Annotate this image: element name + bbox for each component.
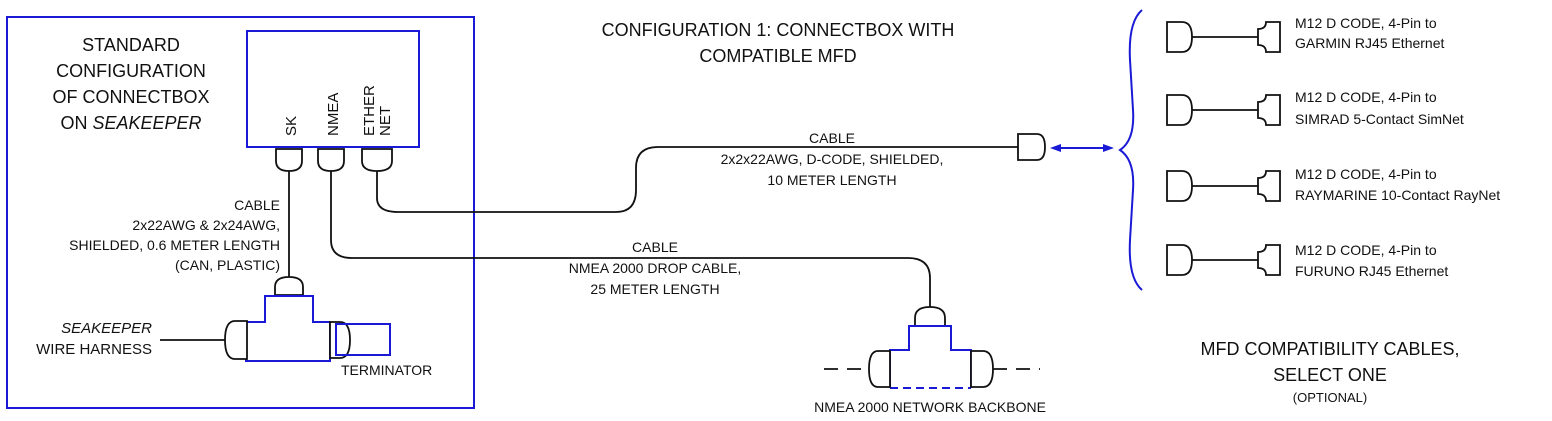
sk-port-connector <box>275 148 303 172</box>
backbone-t-connector <box>889 325 972 388</box>
mfd-cable-option-furuno: M12 D CODE, 4-Pin to FURUNO RJ45 Etherne… <box>1166 242 1448 279</box>
standard-config-line1: STANDARD <box>82 35 180 55</box>
mfd-cable-left-connector <box>1166 170 1193 202</box>
sk-cable-line3: SHIELDED, 0.6 METER LENGTH <box>69 237 280 253</box>
sk-cable-line2: 2x22AWG & 2x24AWG, <box>132 217 280 233</box>
mfd-cable-option-garmin: M12 D CODE, 4-Pin to GARMIN RJ45 Etherne… <box>1166 15 1444 53</box>
mfd-cable-label-line1: M12 D CODE, 4-Pin to <box>1295 15 1437 31</box>
harness-right-plug <box>329 321 351 359</box>
mfd-cable-right-connector <box>1257 21 1281 53</box>
mfd-cable-label-line2: GARMIN RJ45 Ethernet <box>1295 35 1444 51</box>
standard-config-line4: ON SEAKEEPER <box>60 113 201 133</box>
mfd-cable-label-line2: SIMRAD 5-Contact SimNet <box>1295 111 1464 127</box>
mfd-section-line3: (OPTIONAL) <box>1293 390 1367 405</box>
backbone-right-plug <box>970 350 994 388</box>
mfd-cable-label-line1: M12 D CODE, 4-Pin to <box>1295 89 1437 105</box>
mfd-options-brace <box>1118 9 1143 291</box>
nmea-cable-line3: 25 METER LENGTH <box>590 281 719 297</box>
mfd-section-line2: SELECT ONE <box>1273 365 1387 385</box>
backbone-label: NMEA 2000 NETWORK BACKBONE <box>814 399 1046 415</box>
mfd-cable-label-line1: M12 D CODE, 4-Pin to <box>1295 166 1437 182</box>
mfd-cable-left-connector <box>1166 244 1193 276</box>
sk-cable-label: CABLE 2x22AWG & 2x24AWG, SHIELDED, 0.6 M… <box>69 197 280 273</box>
mfd-cable-left-connector <box>1166 94 1193 126</box>
nmea-cable-line <box>330 171 931 307</box>
ethernet-cable-line2: 2x2x22AWG, D-CODE, SHIELDED, <box>721 151 944 167</box>
ethernet-cable-label: CABLE 2x2x22AWG, D-CODE, SHIELDED, 10 ME… <box>721 130 944 188</box>
backbone-left-plug <box>868 350 891 388</box>
port-label-net: NET <box>377 106 394 136</box>
connectbox <box>246 30 420 148</box>
port-label-ether: ETHER <box>361 85 378 136</box>
mfd-cable-label-line2: FURUNO RJ45 Ethernet <box>1295 263 1448 279</box>
mfd-section-line1: MFD COMPATIBILITY CABLES, <box>1200 339 1459 359</box>
nmea-port-connector <box>317 148 345 172</box>
ethernet-cable-line1: CABLE <box>809 130 855 146</box>
port-label-sk: SK <box>283 116 300 136</box>
mfd-cable-left-connector <box>1166 21 1193 53</box>
sk-cable-bottom-connector <box>274 276 304 296</box>
mfd-cable-right-connector <box>1257 244 1281 276</box>
sk-cable-line4: (CAN, PLASTIC) <box>175 257 280 273</box>
terminator-label: TERMINATOR <box>341 362 432 378</box>
harness-left-plug <box>224 320 248 360</box>
mfd-cable-label-line2: RAYMARINE 10-Contact RayNet <box>1295 187 1500 203</box>
mfd-cable-right-connector <box>1257 94 1281 126</box>
standard-config-line2: CONFIGURATION <box>56 61 206 81</box>
port-label-nmea: NMEA <box>325 93 342 136</box>
nmea-cable-line2: NMEA 2000 DROP CABLE, <box>569 260 741 276</box>
double-arrow-icon <box>1050 144 1114 152</box>
mfd-cable-option-raymarine: M12 D CODE, 4-Pin to RAYMARINE 10-Contac… <box>1166 166 1500 203</box>
mfd-cable-label-line1: M12 D CODE, 4-Pin to <box>1295 242 1437 258</box>
backbone-drop-connector <box>914 306 946 327</box>
mfd-cable-option-simrad: M12 D CODE, 4-Pin to SIMRAD 5-Contact Si… <box>1166 89 1464 127</box>
ethernet-cable-line3: 10 METER LENGTH <box>767 172 896 188</box>
harness-t-connector <box>245 295 331 362</box>
standard-config-line4-italic: SEAKEEPER <box>92 113 201 133</box>
standard-config-line4-prefix: ON <box>60 113 92 133</box>
terminator-cap <box>335 323 391 356</box>
standard-config-line3: OF CONNECTBOX <box>52 87 209 107</box>
diagram-title-line1: CONFIGURATION 1: CONNECTBOX WITH <box>602 20 955 40</box>
sk-cable-line1: CABLE <box>234 197 280 213</box>
standard-config-label: STANDARD CONFIGURATION OF CONNECTBOX ON … <box>52 35 209 133</box>
ethernet-port-connector <box>361 148 393 172</box>
nmea-cable-label: CABLE NMEA 2000 DROP CABLE, 25 METER LEN… <box>569 239 741 297</box>
harness-label-line1: SEAKEEPER <box>61 320 152 337</box>
harness-label-line2: WIRE HARNESS <box>36 341 152 358</box>
ethernet-cable-line <box>376 146 1018 213</box>
nmea-cable-line1: CABLE <box>632 239 678 255</box>
ethernet-cable-end-connector <box>1017 133 1046 161</box>
mfd-cable-right-connector <box>1257 170 1281 202</box>
diagram-title-line2: COMPATIBLE MFD <box>699 46 856 66</box>
